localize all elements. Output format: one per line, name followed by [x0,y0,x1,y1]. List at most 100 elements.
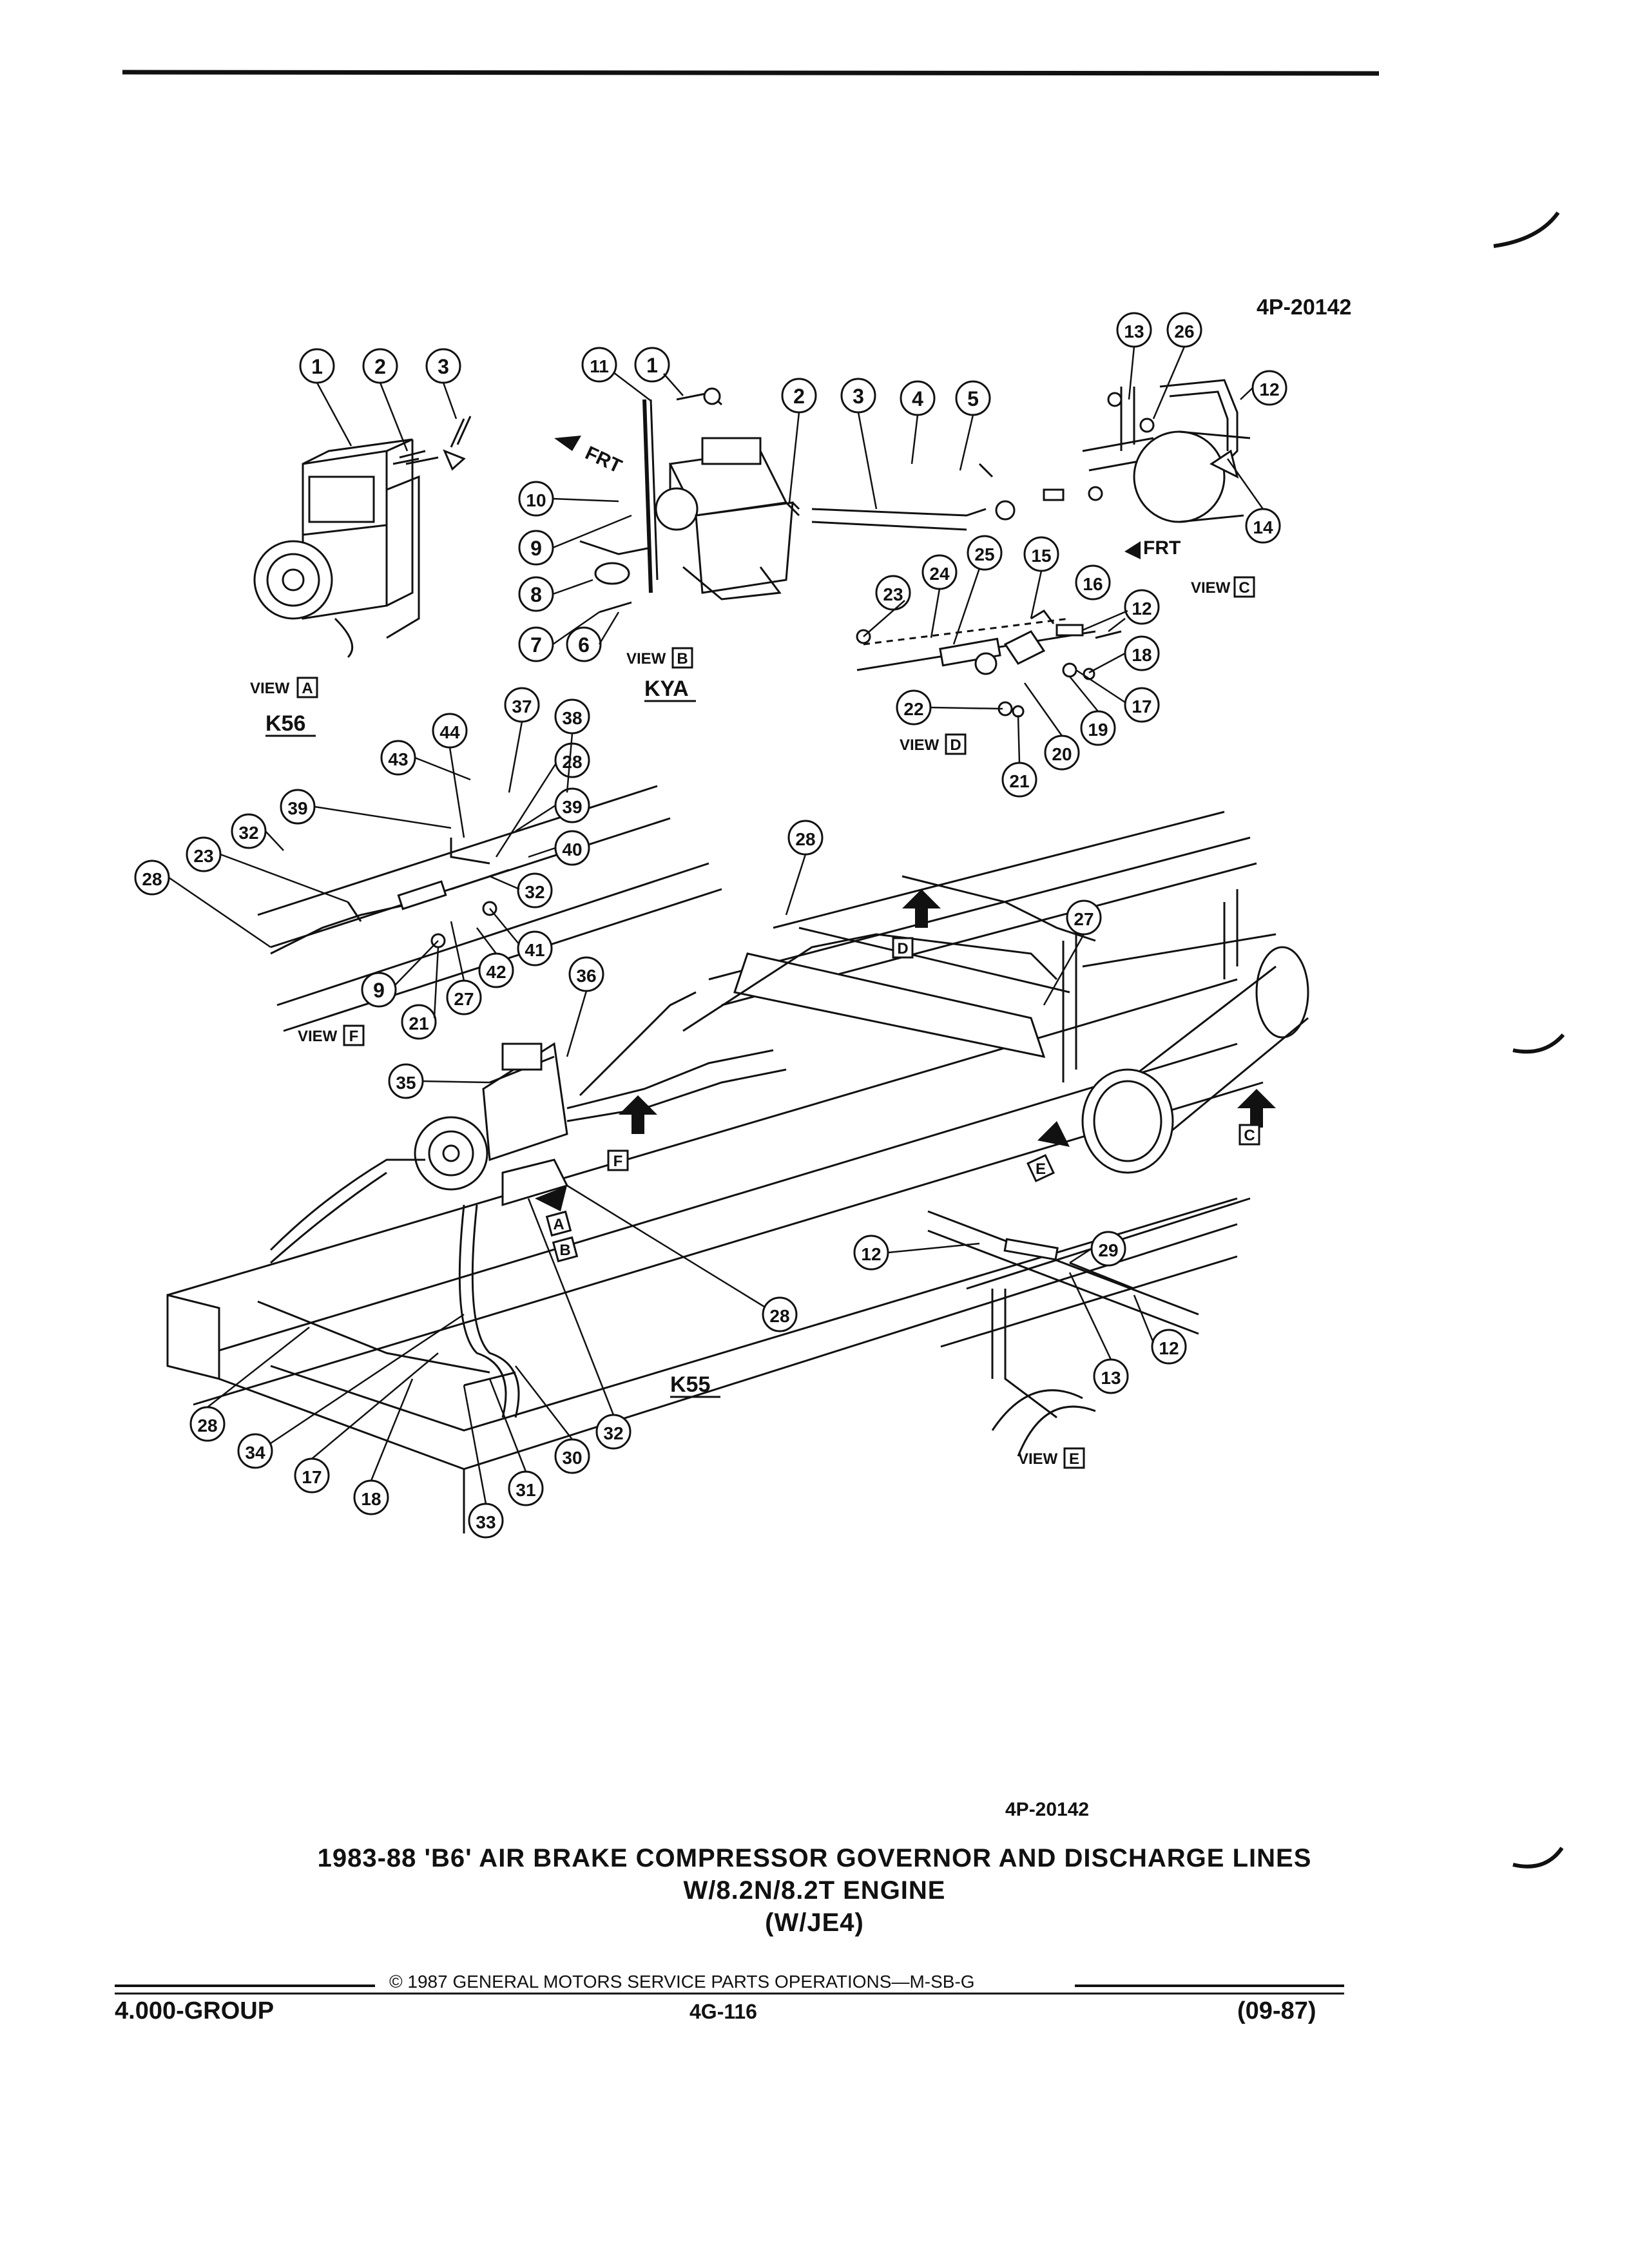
view-labels: VIEW A K56 VIEW B KYA VIEW C VIEW D VIEW… [250,576,1255,1469]
view-c-label: VIEW [1191,579,1231,597]
callout: 41 [517,930,553,966]
callout: 16 [1075,564,1111,601]
callout: 32 [231,813,267,849]
callout: 36 [568,956,604,992]
svg-text:12: 12 [1132,599,1152,619]
frt-arrow-icon [1124,541,1141,559]
callout: 12 [1251,370,1287,406]
figure-code-top: 4P-20142 [1257,295,1351,320]
callout: 12 [1151,1329,1187,1365]
binder-mark [1493,211,1560,248]
svg-text:12: 12 [1259,380,1279,399]
svg-text:31: 31 [516,1480,535,1500]
svg-text:38: 38 [562,708,582,728]
svg-text:11: 11 [590,356,609,376]
svg-text:1: 1 [646,354,658,377]
callout: 35 [388,1063,424,1099]
svg-text:27: 27 [454,989,474,1009]
svg-text:35: 35 [396,1073,416,1093]
callout: 8 [518,576,554,612]
svg-text:21: 21 [409,1014,429,1033]
svg-text:6: 6 [578,633,590,657]
callout: 12 [853,1235,889,1271]
svg-text:9: 9 [373,979,385,1002]
svg-text:34: 34 [245,1443,265,1463]
view-d-label: VIEW [900,736,940,754]
callout: 39 [280,789,316,825]
title-line-2: W/8.2N/8.2T ENGINE [683,1876,946,1905]
svg-text:26: 26 [1174,322,1194,341]
frt-arrow-icon [554,436,581,451]
svg-text:17: 17 [1132,697,1152,716]
svg-text:32: 32 [525,882,545,902]
callout: 19 [1080,710,1116,746]
callout: 6 [566,626,602,662]
svg-text:B: B [559,1242,570,1259]
callout: 26 [1166,312,1202,348]
svg-text:20: 20 [1052,744,1072,764]
callout: 43 [380,740,416,776]
view-c-illustration [1082,379,1251,523]
callout: 2 [362,348,398,384]
svg-text:40: 40 [562,840,582,860]
view-c-arrow-icon [1237,1089,1276,1128]
callout: 28 [787,820,824,856]
callout: 42 [478,952,514,988]
callout: 12 [1124,589,1160,625]
callout: 3 [840,378,876,414]
svg-text:19: 19 [1088,720,1108,740]
binder-mark [1512,1847,1564,1869]
copyright: © 1987 GENERAL MOTORS SERVICE PARTS OPER… [389,1972,975,1992]
callout: 9 [361,972,397,1008]
svg-text:44: 44 [439,722,460,742]
callout: 17 [1124,687,1160,723]
svg-text:E: E [1036,1160,1046,1178]
callout: 40 [554,830,590,866]
svg-text:33: 33 [476,1512,496,1532]
svg-text:15: 15 [1031,546,1051,566]
callout: 37 [504,687,540,723]
svg-text:25: 25 [974,544,994,564]
view-e-illustration [927,1197,1251,1457]
view-b-label: VIEW [626,650,666,668]
svg-text:24: 24 [929,564,950,584]
callout: 3 [425,348,461,384]
svg-text:28: 28 [197,1416,217,1436]
k55-code: K55 [670,1372,710,1397]
callout: 28 [554,742,590,778]
callout: 29 [1090,1231,1126,1267]
svg-text:3: 3 [853,385,864,408]
svg-text:32: 32 [238,823,258,843]
svg-text:2: 2 [374,355,386,378]
leader-lines [168,346,1264,1504]
callout: 31 [508,1470,544,1506]
arrow-letter-boxes: A B F D E C [545,937,1260,1263]
svg-text:D: D [950,736,961,754]
svg-text:37: 37 [512,697,532,716]
view-d-illustration [856,610,1122,718]
svg-text:27: 27 [1074,909,1094,929]
view-f-label: VIEW [298,1028,338,1045]
svg-text:D: D [897,940,908,957]
svg-text:14: 14 [1253,517,1273,537]
svg-text:A: A [553,1216,564,1233]
callout: 27 [446,979,482,1015]
callout: 23 [875,575,911,611]
svg-text:10: 10 [526,490,546,510]
page-number: 4G-116 [689,2000,757,2023]
view-b-illustration [579,387,1103,613]
svg-text:39: 39 [562,797,582,817]
callout: 33 [468,1503,504,1539]
callout: 32 [595,1414,631,1450]
svg-text:18: 18 [361,1489,381,1509]
callout: 22 [896,689,932,726]
view-e-label: VIEW [1018,1450,1058,1468]
revision-date: (09-87) [1237,1997,1316,2024]
callout: 9 [518,530,554,566]
svg-text:F: F [613,1153,623,1170]
callout: 4 [900,380,936,416]
callout: 13 [1116,312,1152,348]
svg-text:28: 28 [562,752,582,772]
view-e-arrow-icon [1037,1121,1070,1147]
group-label: 4.000-GROUP [115,1997,275,2024]
